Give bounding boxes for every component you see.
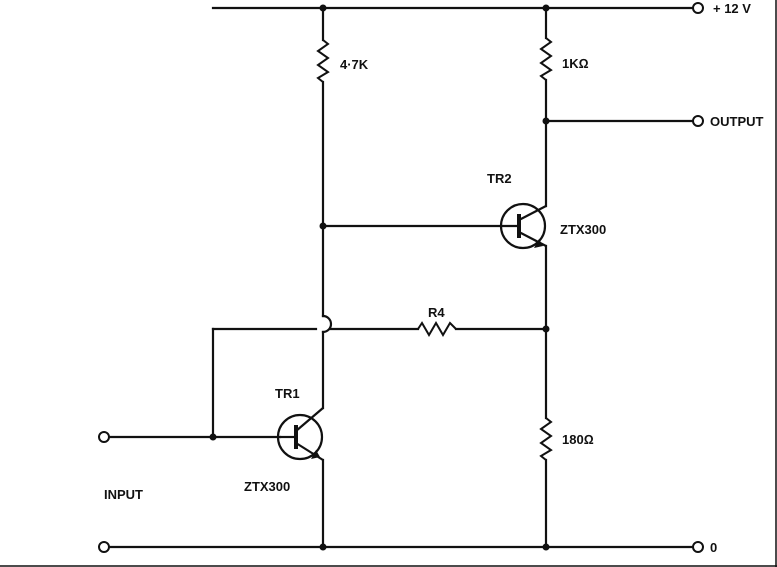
input-terminal [98, 431, 110, 443]
ground-terminal-right [692, 541, 704, 553]
supply-terminal [692, 2, 704, 14]
resistor-r4 [417, 321, 457, 337]
ground-terminal-left [98, 541, 110, 553]
tr1-part-label: ZTX300 [244, 479, 290, 494]
r4-label: R4 [428, 305, 445, 320]
ground-label: 0 [710, 540, 717, 555]
wire-crossover [321, 314, 333, 334]
transistor-tr2 [499, 202, 547, 250]
input-label: INPUT [104, 487, 143, 502]
junction-dot [319, 4, 327, 12]
resistor-1k [539, 37, 553, 81]
tr2-part-label: ZTX300 [560, 222, 606, 237]
junction-dot [319, 543, 327, 551]
resistor-180 [539, 417, 553, 461]
output-terminal [692, 115, 704, 127]
r3-label: 180Ω [562, 432, 594, 447]
tr2-label: TR2 [487, 171, 512, 186]
supply-label: + 12 V [713, 1, 751, 16]
junction-dot [542, 117, 550, 125]
transistor-tr1 [276, 407, 324, 461]
junction-dot [542, 4, 550, 12]
output-label: OUTPUT [710, 114, 764, 129]
tr1-label: TR1 [275, 386, 300, 401]
r1-label: 4·7K [340, 57, 369, 72]
r2-label: 1KΩ [562, 56, 589, 71]
junction-dot [319, 222, 327, 230]
junction-dot [542, 543, 550, 551]
resistor-4k7 [316, 39, 330, 83]
junction-dot [542, 325, 550, 333]
junction-dot [209, 433, 217, 441]
